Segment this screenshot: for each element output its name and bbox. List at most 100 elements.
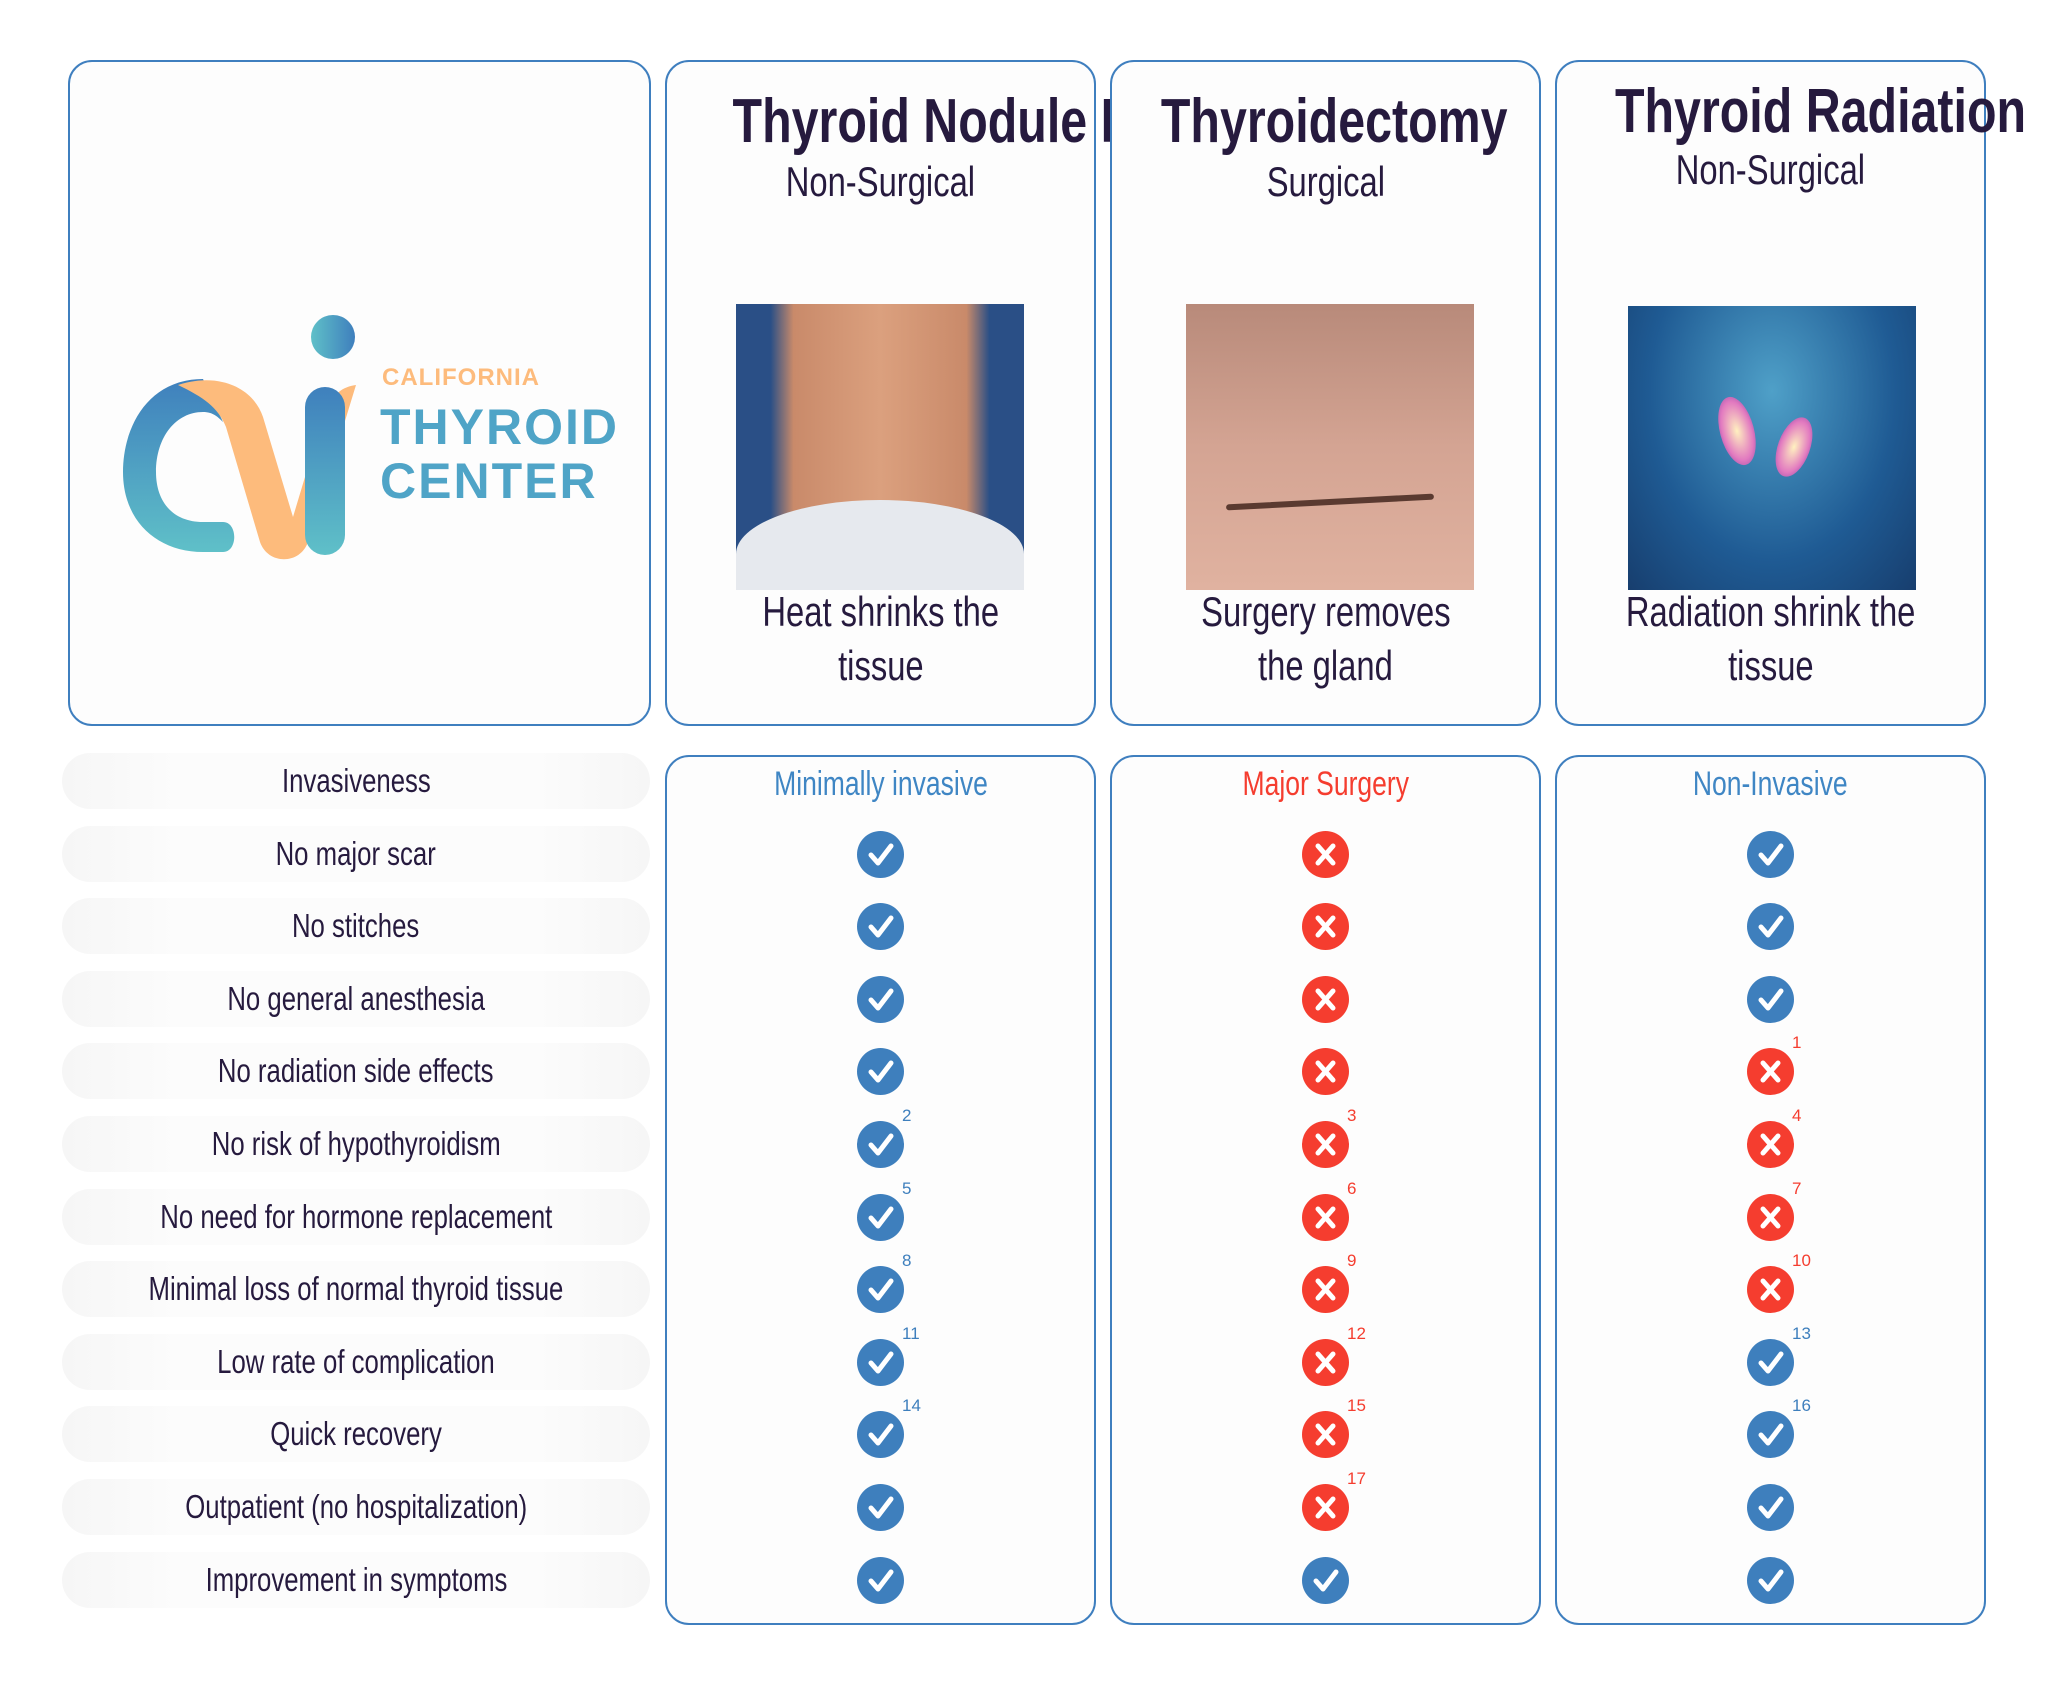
criterion-label: Low rate of complication	[62, 1333, 650, 1390]
reference-number: 12	[1347, 1323, 1366, 1343]
cross-icon	[1302, 1121, 1349, 1168]
reference-number: 4	[1792, 1106, 1802, 1125]
check-icon	[857, 975, 904, 1023]
cross-icon	[1302, 1193, 1349, 1241]
criterion-label: Minimal loss of normal thyroid tissue	[62, 1261, 650, 1318]
rfa-neck-photo	[736, 304, 1024, 590]
cross-icon	[1747, 1048, 1794, 1096]
cross-icon	[1747, 1193, 1794, 1241]
reference-number: 11	[902, 1323, 920, 1343]
reference-number: 1	[1792, 1033, 1802, 1053]
check-icon	[1747, 903, 1794, 951]
cti-logo-mark	[123, 315, 356, 560]
criterion-label: Outpatient (no hospitalization)	[62, 1479, 650, 1535]
cross-icon	[1302, 1048, 1349, 1096]
treatment-caption-line1: Radiation shrink the	[1625, 588, 1916, 635]
treatment-title: Thyroid Radiation	[1614, 77, 2027, 146]
check-icon	[857, 1411, 904, 1459]
treatment-caption-line2: tissue	[837, 642, 924, 689]
check-icon	[857, 1121, 904, 1168]
invasiveness-value: Major Surgery	[1242, 765, 1409, 803]
criterion-text: No stitches	[292, 907, 420, 945]
check-icon	[857, 1484, 904, 1531]
criterion-text: Low rate of complication	[217, 1342, 495, 1380]
cross-icon	[1302, 975, 1349, 1023]
logo-california: CALIFORNIA	[382, 364, 540, 391]
comparison-column-rfa: Minimally invasive	[665, 755, 1096, 1625]
invasiveness-value: Non-Invasive	[1693, 765, 1848, 803]
criterion-text: Invasiveness	[281, 762, 431, 799]
reference-number: 16	[1792, 1396, 1811, 1416]
treatment-subtitle: Non-Surgical	[785, 158, 976, 205]
invasiveness-value: Minimally invasive	[773, 765, 988, 803]
treatment-title: Thyroidectomy	[1160, 87, 1508, 156]
criterion-label: Quick recovery	[62, 1406, 650, 1463]
treatment-caption-line1: Heat shrinks the	[762, 588, 999, 635]
criterion-text: No risk of hypothyroidism	[211, 1125, 501, 1162]
criterion-label: No stitches	[62, 898, 650, 955]
criterion-text: Improvement in symptoms	[205, 1560, 507, 1598]
check-icon	[1747, 1484, 1794, 1531]
check-icon	[1747, 1338, 1794, 1386]
reference-number: 15	[1347, 1396, 1366, 1416]
reference-number: 13	[1792, 1323, 1811, 1343]
reference-number: 10	[1792, 1251, 1811, 1271]
treatment-caption-line1: Surgery removes	[1200, 588, 1451, 635]
treatment-subtitle: Surgical	[1266, 158, 1385, 205]
criterion-text: No major scar	[275, 834, 437, 872]
criterion-text: No radiation side effects	[218, 1052, 494, 1090]
radiation-scan-image	[1628, 306, 1916, 590]
reference-number: 9	[1347, 1251, 1357, 1271]
reference-number: 8	[902, 1251, 912, 1271]
logo-center: CENTER	[380, 453, 598, 509]
logo-card: CALIFORNIA THYROID CENTER	[68, 60, 651, 726]
criterion-text: No need for hormone replacement	[159, 1197, 553, 1235]
check-icon	[1747, 975, 1794, 1023]
criterion-label: Invasiveness	[62, 753, 650, 809]
criterion-label: No major scar	[62, 825, 650, 882]
check-icon	[857, 1048, 904, 1096]
thyroidectomy-scar-photo	[1186, 304, 1474, 590]
check-icon	[857, 1338, 904, 1386]
reference-number: 2	[902, 1106, 912, 1125]
reference-number: 7	[1792, 1178, 1802, 1198]
reference-number: 5	[902, 1178, 912, 1198]
cross-icon	[1302, 1266, 1349, 1314]
cross-icon	[1302, 830, 1349, 878]
check-icon	[857, 1193, 904, 1241]
check-icon	[1747, 1556, 1794, 1604]
cross-icon	[1747, 1121, 1794, 1168]
check-icon	[857, 1556, 904, 1604]
cross-icon	[1302, 1338, 1349, 1386]
treatment-card-radiation: Thyroid Radiation Non-Surgical Radiation…	[1555, 60, 2026, 726]
reference-number: 6	[1347, 1178, 1357, 1198]
treatment-card-rfa: Thyroid Nodule RFA Non-Surgical Heat shr…	[665, 60, 1197, 726]
criterion-text: Outpatient (no hospitalization)	[185, 1488, 527, 1525]
reference-number: 14	[902, 1396, 921, 1416]
criterion-label: Improvement in symptoms	[62, 1551, 650, 1608]
criterion-text: No general anesthesia	[227, 979, 485, 1017]
check-icon	[857, 1266, 904, 1314]
treatment-caption-line2: tissue	[1727, 642, 1814, 689]
treatment-subtitle: Non-Surgical	[1675, 146, 1866, 193]
criterion-text: Quick recovery	[270, 1415, 442, 1453]
criterion-label: No risk of hypothyroidism	[62, 1116, 650, 1172]
reference-number: 17	[1347, 1469, 1366, 1488]
check-icon	[1302, 1556, 1349, 1604]
criterion-label: No need for hormone replacement	[62, 1188, 650, 1245]
check-icon	[1747, 1411, 1794, 1459]
cross-icon	[1302, 1484, 1349, 1531]
check-icon	[1747, 830, 1794, 878]
comparison-column-thyroidectomy: Major Surgery	[1110, 755, 1541, 1625]
cross-icon	[1302, 903, 1349, 951]
logo-thyroid: THYROID	[380, 399, 619, 455]
criterion-text: Minimal loss of normal thyroid tissue	[148, 1270, 564, 1308]
criterion-label: No general anesthesia	[62, 970, 650, 1027]
check-icon	[857, 830, 904, 878]
cross-icon	[1747, 1266, 1794, 1314]
comparison-column-radiation: Non-Invasive	[1555, 755, 1986, 1625]
reference-number: 3	[1347, 1106, 1357, 1125]
criterion-label: No radiation side effects	[62, 1043, 650, 1100]
cross-icon	[1302, 1411, 1349, 1459]
